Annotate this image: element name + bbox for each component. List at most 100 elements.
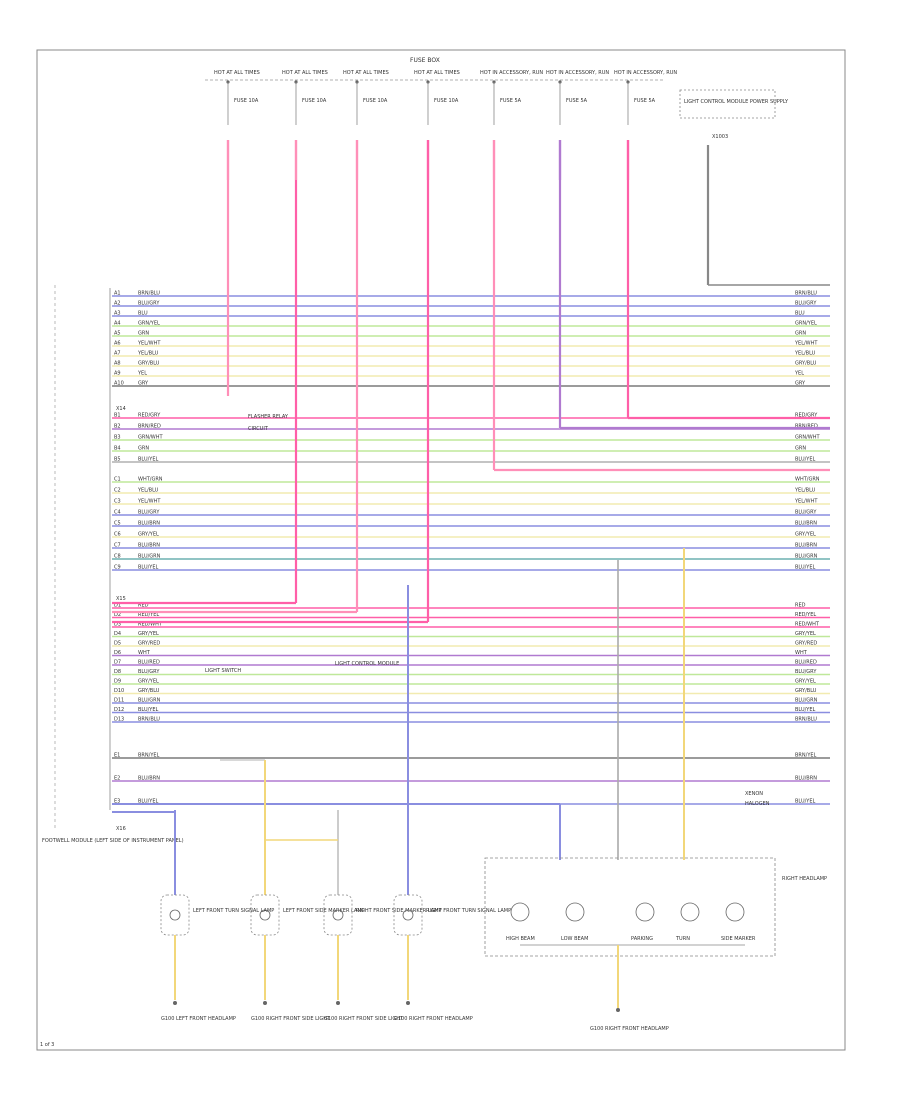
wire-pin: A10 [114,381,124,387]
lcm-connector-ref: X1003 [712,134,728,140]
wire-color-code-right: GRY/RED [795,641,817,647]
fuse-header: HOT IN ACCESSORY, RUN [480,70,543,76]
wire-color-code-right: GRN/WHT [795,435,820,441]
headlamp-bulb-icon [565,902,585,922]
wire-pin: D7 [114,660,121,666]
lamp-ground-label: G100 LEFT FRONT HEADLAMP [161,1016,236,1022]
wire-color-code-right: YEL/BLU [794,351,816,357]
wire-pin: C7 [114,543,121,549]
wire-pin: C1 [114,477,121,483]
wire-pin: B4 [114,446,121,452]
wire-color-code-right: BLU/GRN [795,554,818,560]
fuse-header: HOT AT ALL TIMES [414,70,460,76]
lamp-bulb-icon [332,909,344,921]
wire-color-code-right: BLU/BRN [795,521,817,527]
headlamp-ground-label: G100 RIGHT FRONT HEADLAMP [590,1026,669,1032]
wire-color-code: GRY/YEL [138,631,159,637]
wire-pin: C2 [114,488,121,494]
wire-color-code: BLU/GRN [138,554,161,560]
wire-pin: C3 [114,499,121,505]
ground-icon [406,1001,410,1005]
wire-color-code: YEL/WHT [137,341,161,347]
lamp-box [393,894,423,936]
note-light-control-module: LIGHT CONTROL MODULE [335,661,399,667]
wire-pin: A7 [114,351,121,357]
fuse-header: HOT IN ACCESSORY, RUN [546,70,609,76]
connector-id-x14: X14 [116,406,126,412]
wire-color-code-right: YEL [794,371,804,377]
wire-color-code: BLU/YEL [138,799,159,805]
wire-pin: D5 [114,641,121,647]
wire-color-code: BRN/YEL [138,753,160,759]
wire-color-code: BRN/RED [138,424,161,430]
wire-pin: D8 [114,669,121,675]
wire-color-code-right: GRY [795,381,806,387]
wire-pin: D10 [114,688,124,694]
page-ref: 1 of 3 [40,1042,54,1048]
wire-pin: C8 [114,554,121,560]
fuse-label: FUSE 10A [363,98,388,104]
wire-color-code: BLU/BRN [138,776,160,782]
wire-color-code-right: RED/WHT [795,622,820,628]
headlamp-bulb-icon [725,902,745,922]
lamp-box [323,894,353,936]
wire-row: A7 YEL/BLU YEL/BLU [112,351,830,357]
vertical-wires [112,145,830,624]
lamp-box [250,894,280,936]
wire-color-code-right: BLU/YEL [795,707,816,713]
headlamp-part-label: PARKING [631,936,653,942]
wire-color-code-right: RED/GRY [795,413,818,419]
wire-pin: B3 [114,435,121,441]
wire-color-code: WHT [138,650,151,656]
wire-color-code: BLU/GRY [138,510,160,516]
fuse-label: FUSE 5A [566,98,588,104]
wire-color-code: BLU/YEL [138,707,159,713]
wire-pin: B2 [114,424,121,430]
wire-color-code: BRN/BLU [138,291,160,297]
wire-color-code: GRY [138,381,149,387]
headlamp-bulb-icon [510,902,530,922]
wire-pin: B5 [114,457,121,463]
wire-color-code-right: RED/YEL [795,612,816,618]
note-circuit: CIRCUIT [248,426,269,432]
wire-color-code: GRY/BLU [138,688,160,694]
wire-color-code: RED/YEL [138,612,159,618]
wire-pin: E2 [114,776,120,782]
ground-icon [263,1001,267,1005]
wire-color-code: YEL/BLU [137,351,159,357]
wire-color-code: GRY/BLU [138,361,160,367]
headlamp-part-label: HIGH BEAM [506,936,535,942]
wire-pin: D4 [114,631,121,637]
wire-pin: C4 [114,510,121,516]
fuse-box-label: FUSE BOX [410,57,440,64]
wire-color-code: GRY/YEL [138,532,159,538]
fuse-header: HOT AT ALL TIMES [282,70,328,76]
wire-color-code-right: GRY/BLU [795,361,817,367]
wire-color-code-right: BLU/GRN [795,698,818,704]
